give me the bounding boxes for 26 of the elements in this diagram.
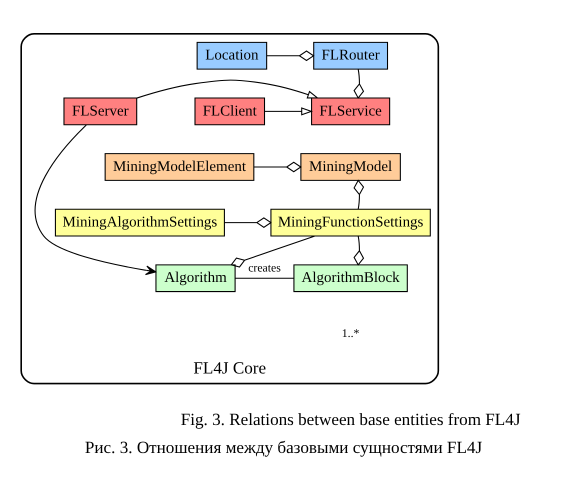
label: 1..* <box>342 326 360 340</box>
arrow <box>34 124 156 276</box>
label: Fig. 3. Relations between base entities from FL4J <box>180 410 520 430</box>
connector <box>230 236 315 268</box>
node-box: Algorithm <box>155 264 236 292</box>
node-box: FLRouter <box>313 42 388 70</box>
connector <box>235 278 294 279</box>
node-box: FLServer <box>63 97 138 126</box>
node-box: MiningModelElement <box>104 153 254 181</box>
node-box: MiningFunctionSettings <box>270 208 431 237</box>
node-box: MiningAlgorithmSettings <box>54 208 225 237</box>
node-box: FLClient <box>194 97 266 126</box>
edge-label: creates <box>248 262 281 275</box>
node-box: FLService <box>311 97 390 126</box>
connector <box>254 162 302 172</box>
connector <box>224 217 272 228</box>
node-box: AlgorithmBlock <box>293 264 408 292</box>
arrow <box>264 107 313 116</box>
connector <box>353 236 364 266</box>
arrow <box>136 80 319 99</box>
caption: Рис. 3. Отношения между базовыми сущностями FL4J <box>84 438 482 457</box>
node-box: MiningModel <box>300 153 401 181</box>
connector <box>353 69 364 99</box>
connector <box>353 180 364 210</box>
connector <box>266 50 315 62</box>
node-box: Location <box>196 42 268 70</box>
